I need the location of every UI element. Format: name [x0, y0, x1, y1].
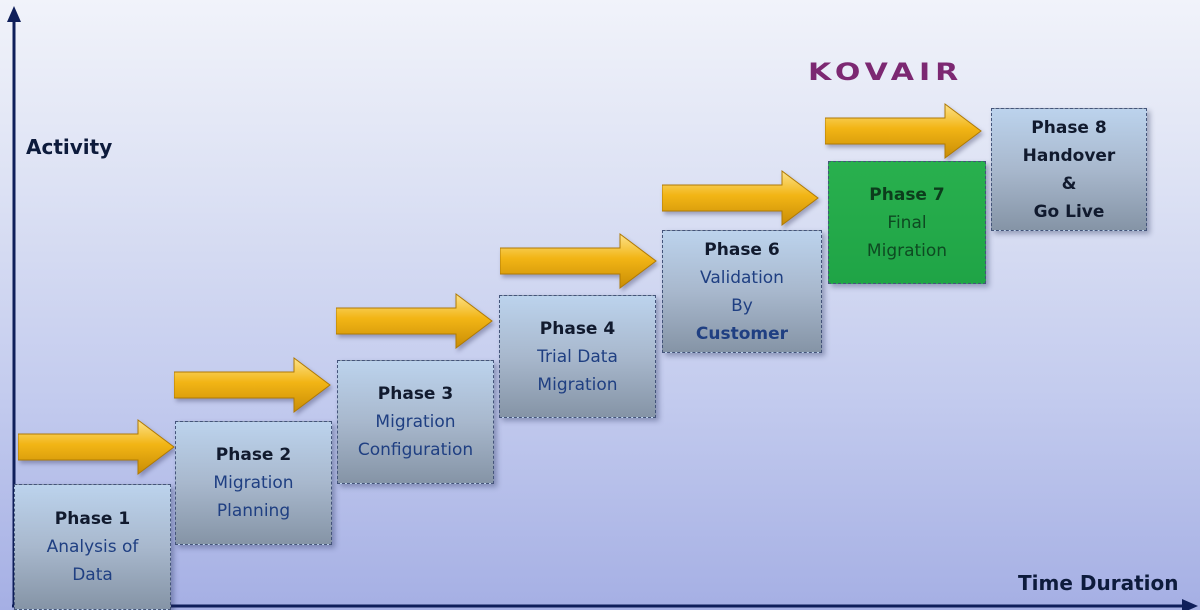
phase-title: Phase 1 — [54, 509, 131, 529]
phase-line: Analysis of — [46, 537, 139, 557]
phase-line: Planning — [216, 501, 291, 521]
phase-3-box: Phase 3 Migration Configuration — [337, 360, 494, 484]
phase-6-box: Phase 6 Validation By Customer — [662, 230, 822, 353]
y-axis-arrowhead — [7, 6, 21, 22]
phase-line: Final — [887, 212, 927, 233]
phase-2-box: Phase 2 Migration Planning — [175, 421, 332, 545]
arrow-5 — [662, 170, 819, 226]
x-axis-label: Time Duration — [1018, 571, 1179, 595]
arrow-1 — [18, 419, 175, 475]
phase-title: Phase 7 — [869, 184, 945, 205]
phase-title: Phase 2 — [215, 445, 292, 465]
arrow-3 — [336, 293, 493, 349]
phase-line: Customer — [695, 323, 789, 344]
phase-line: & — [1061, 173, 1077, 194]
phase-line: Configuration — [357, 440, 474, 460]
phase-line: Migration — [866, 240, 948, 261]
phase-title: Phase 4 — [539, 318, 616, 339]
phase-title: Phase 6 — [704, 239, 780, 260]
phase-title: Phase 8 — [1031, 117, 1107, 138]
phase-line: Migration — [213, 473, 294, 493]
x-axis-arrowhead — [1182, 599, 1198, 610]
phase-title: Phase 3 — [377, 384, 454, 404]
phase-line: Handover — [1022, 145, 1116, 166]
phase-line: Go Live — [1033, 201, 1105, 222]
y-axis-label: Activity — [26, 135, 113, 159]
phase-8-box: Phase 8 Handover & Go Live — [991, 108, 1147, 231]
arrow-2 — [174, 357, 331, 413]
phase-1-box: Phase 1 Analysis of Data — [14, 484, 171, 610]
phase-line: Migration — [537, 374, 618, 395]
phase-line: Migration — [375, 412, 456, 432]
phase-line: Data — [72, 565, 113, 585]
phase-line: By — [731, 295, 753, 316]
phase-7-box: Phase 7 Final Migration — [828, 161, 986, 284]
arrow-6 — [825, 103, 982, 159]
arrow-4 — [500, 233, 657, 289]
phase-4-box: Phase 4 Trial Data Migration — [499, 295, 656, 418]
phase-line: Validation — [700, 267, 784, 288]
phase-line: Trial Data — [537, 346, 618, 367]
kovair-logo: KOVAIR — [808, 58, 964, 86]
